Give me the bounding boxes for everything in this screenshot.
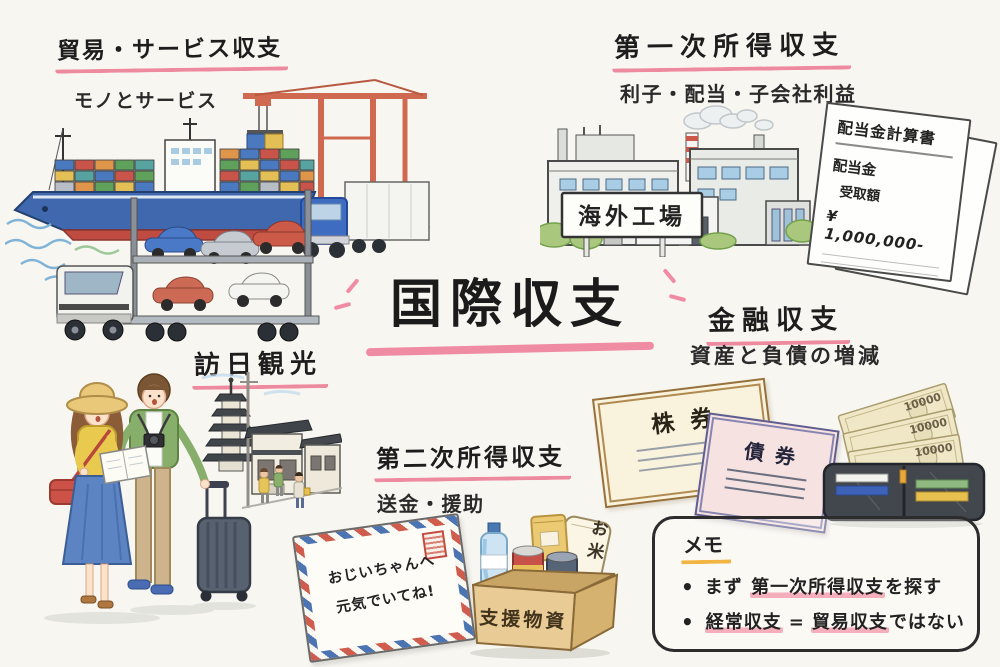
- bullet-icon: •: [681, 610, 695, 634]
- page-title: 国際収支: [389, 275, 630, 335]
- statement-rule: [821, 253, 940, 269]
- memo-item-2: • 経常収支=貿易収支ではない: [681, 608, 964, 634]
- paper-sheet-front: 配当金計算書 配当金 受取額 ¥ 1,000,000-: [806, 101, 972, 283]
- wallet-body: [822, 462, 986, 522]
- pagoda-icon: [202, 377, 260, 472]
- main-title-block: 国際収支: [333, 262, 687, 357]
- male-tourist: [115, 373, 210, 595]
- relief-supplies-box-illustration: 支援物資: [470, 513, 619, 659]
- financial-section-label: 金融収支: [705, 296, 851, 347]
- memo-item1-post: を探す: [885, 577, 943, 598]
- memo-item2-equals: =: [788, 612, 805, 633]
- memo-title: メモ: [680, 528, 732, 565]
- pedestrians: [258, 465, 311, 508]
- overseas-factory-illustration: 海外工場: [540, 105, 815, 257]
- primary-income-subtitle: 利子・配当・子会社利益: [620, 82, 857, 106]
- statement-title: 配当金計算書: [835, 115, 957, 159]
- sky-scribbles: [201, 373, 301, 396]
- secondary-income-subtitle: 送金・援助: [377, 492, 485, 516]
- smoke-icon: [683, 105, 774, 131]
- trade-section-label: 貿易・サービス収支: [54, 28, 289, 74]
- car-carrier-truck-icon: [56, 189, 320, 342]
- factory-sign-text: 海外工場: [578, 203, 686, 230]
- statement-amount: ¥ 1,000,000-: [823, 206, 926, 255]
- supply-box-label: 支援物資: [478, 606, 568, 634]
- dividend-statement: 配当金計算書 配当金 受取額 ¥ 1,000,000-: [806, 101, 998, 296]
- secondary-income-section-label: 第二次所得収支: [373, 436, 572, 483]
- trade-title: 貿易・サービス収支: [54, 28, 289, 74]
- memo-item-1: • まず 第一次所得収支を探す: [681, 573, 957, 599]
- bond-certificate-title: 債券: [742, 438, 808, 472]
- memo-item2-post: ではない: [888, 612, 965, 633]
- box-shadow: [470, 647, 610, 659]
- figure-shadow: [44, 612, 160, 624]
- figure-shadow: [130, 605, 214, 615]
- memo-item2-highlight1: 経常収支: [704, 612, 783, 633]
- memo-item2-highlight2: 貿易収支: [810, 612, 889, 633]
- money-bills-icon: 10000 10000 10000: [837, 383, 965, 489]
- suitcase-icon: [196, 481, 252, 602]
- financial-subtitle: 資産と負債の増減: [690, 344, 882, 368]
- tourists-illustration: [44, 372, 342, 624]
- airmail-envelope: おじいちゃんへ 元気でいてね!: [291, 512, 477, 664]
- primary-income-section-label: 第一次所得収支: [611, 24, 852, 73]
- sparkle-icon: [668, 293, 687, 303]
- primary-income-title: 第一次所得収支: [611, 24, 852, 73]
- bill-value: 10000: [914, 441, 954, 460]
- port-scene-illustration: [5, 79, 430, 342]
- envelope-inner: おじいちゃんへ 元気でいてね!: [303, 524, 465, 652]
- sparkle-icon: [662, 268, 677, 284]
- memo-item1-pre: まず: [704, 577, 751, 598]
- trade-subtitle: モノとサービス: [74, 90, 218, 112]
- financial-title: 金融収支: [705, 296, 851, 347]
- female-tourist: [49, 382, 133, 609]
- title-underline: [365, 341, 655, 357]
- memo-box: メモ • まず 第一次所得収支を探す • 経常収支=貿易収支ではない: [652, 516, 980, 652]
- memo-item1-highlight: 第一次所得収支: [750, 577, 886, 598]
- wallet-illustration: 10000 10000 10000: [822, 383, 986, 528]
- wallet-shadow: [830, 520, 982, 528]
- carrier-lower-cars: [152, 272, 290, 311]
- factory-sign: 海外工場: [560, 191, 704, 257]
- figure-shadow: [192, 602, 256, 610]
- bullet-icon: •: [681, 575, 695, 599]
- cardboard-box-icon: 支援物資: [471, 568, 619, 652]
- map-icon: [99, 445, 152, 485]
- secondary-income-title: 第二次所得収支: [373, 436, 572, 483]
